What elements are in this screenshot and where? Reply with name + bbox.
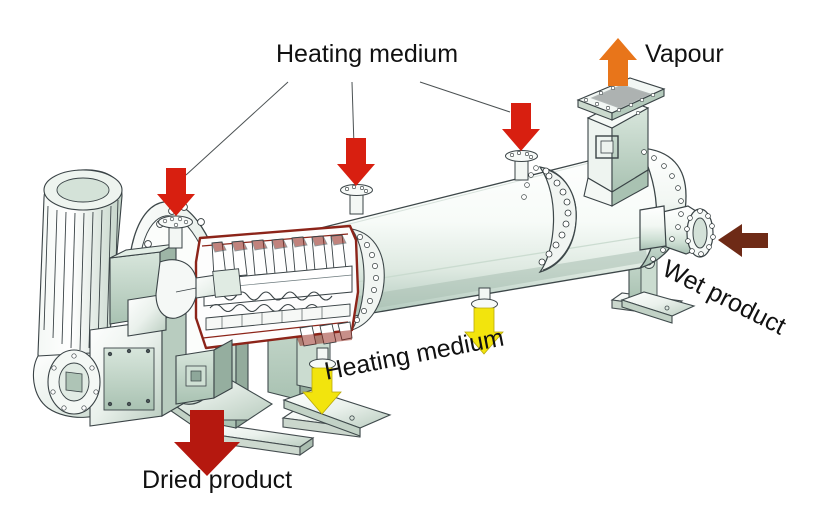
heating-medium-nozzle — [158, 150, 538, 370]
dried-product-outlet-arrow — [174, 410, 240, 476]
cutaway-flange-ring — [350, 228, 385, 331]
heating-medium-inlet-arrow-1 — [157, 168, 195, 216]
head-flange-arc — [641, 149, 684, 262]
heating-medium-outlet-arrow-1 — [302, 367, 342, 415]
label-vapour: Vapour — [645, 40, 724, 68]
dried-product-outlet — [175, 339, 233, 405]
cutaway-window — [194, 224, 360, 350]
heating-medium-outlet-arrow-2 — [464, 307, 504, 355]
label-heating-medium-top: Heating medium — [276, 40, 459, 68]
gearbox — [32, 307, 187, 427]
wet-product-inlet-arrow — [718, 224, 768, 257]
paddle-rotor — [211, 234, 347, 278]
label-dried-product: Dried product — [142, 466, 293, 494]
bearing-housing — [127, 259, 242, 337]
leader-lines — [185, 81, 511, 176]
heating-medium-inlet-arrow-2 — [337, 138, 375, 186]
mid-flange-ring — [521, 165, 577, 274]
vapour-dome — [576, 77, 666, 207]
heating-medium-inlet-arrow-3 — [502, 103, 540, 151]
vapour-outlet-arrow — [599, 38, 637, 86]
wet-product-inlet-nozzle — [639, 205, 716, 258]
